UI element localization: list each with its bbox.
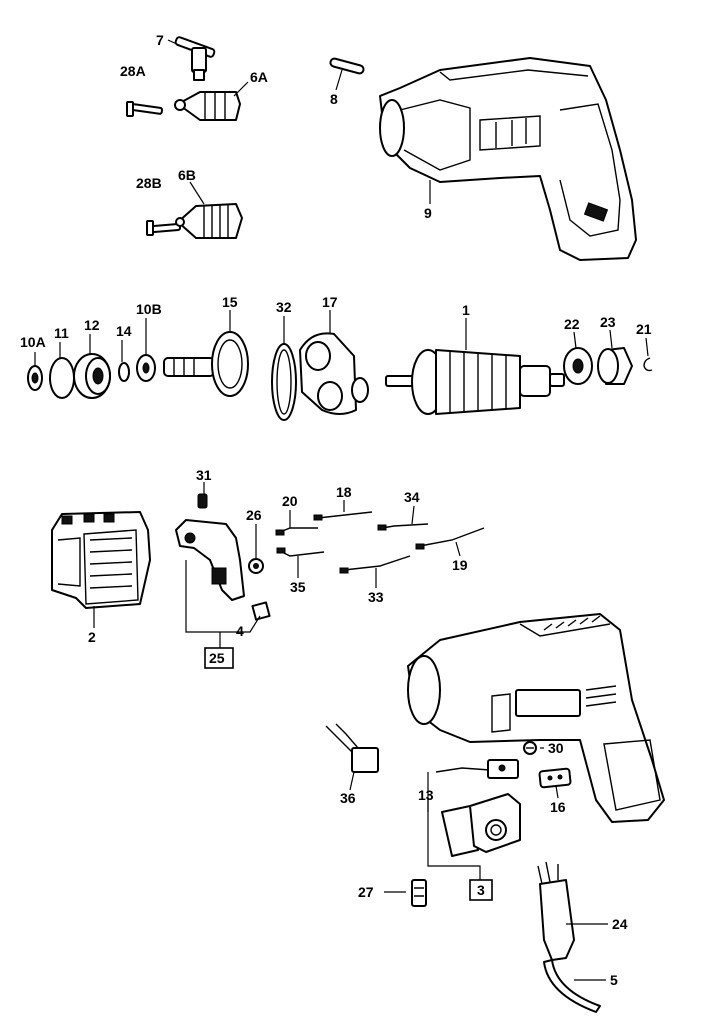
- bearing-22: [563, 347, 593, 385]
- spindle-gear-15: [163, 331, 249, 397]
- gear-case-17: [299, 332, 369, 415]
- label-2: 2: [88, 629, 96, 645]
- chuck-key-7: [174, 36, 216, 81]
- label-28b: 28B: [136, 175, 162, 191]
- assembled-drill: [407, 613, 665, 823]
- screw-28a: [126, 101, 164, 117]
- switch-lead-13: [435, 759, 519, 779]
- label-9: 9: [424, 205, 432, 221]
- label-17: 17: [322, 294, 338, 310]
- label-31: 31: [196, 467, 212, 483]
- label-33: 33: [368, 589, 384, 605]
- bearing-12: [73, 353, 111, 399]
- screw-31: [197, 493, 208, 509]
- spring-26: [248, 558, 264, 574]
- lead-35: [276, 547, 325, 557]
- capacitor-27: [411, 879, 427, 907]
- lead-34: [377, 523, 429, 531]
- lead-18: [313, 511, 373, 521]
- label-28a: 28A: [120, 63, 146, 79]
- field-2: [51, 511, 151, 609]
- label-30: 30: [548, 740, 564, 756]
- label-6b: 6B: [178, 167, 196, 183]
- label-10b: 10B: [136, 301, 162, 317]
- brush-36: [325, 723, 379, 773]
- label-7: 7: [156, 32, 164, 48]
- screw-30: [523, 741, 537, 755]
- brush-holder-4: [175, 519, 245, 601]
- label-22: 22: [564, 316, 580, 332]
- label-19: 19: [452, 557, 468, 573]
- label-15: 15: [222, 294, 238, 310]
- keyless-chuck-6b: [175, 203, 243, 239]
- label-32: 32: [276, 299, 292, 315]
- lead-20: [275, 527, 318, 536]
- roll-pin-8: [329, 57, 365, 75]
- label-11: 11: [54, 325, 69, 341]
- label-8: 8: [330, 91, 338, 107]
- housing-half-9: [379, 57, 637, 261]
- label-6a: 6A: [250, 69, 268, 85]
- label-14: 14: [116, 323, 132, 339]
- bearing-seat-23: [597, 347, 633, 385]
- lead-33: [339, 555, 411, 574]
- label-20: 20: [282, 493, 298, 509]
- label-5: 5: [610, 972, 618, 988]
- label-10a: 10A: [20, 334, 46, 350]
- label-36: 36: [340, 790, 356, 806]
- label-box-3: [469, 879, 493, 901]
- label-12: 12: [84, 317, 100, 333]
- label-18: 18: [336, 484, 352, 500]
- label-24: 24: [612, 916, 628, 932]
- lead-19: [415, 527, 485, 550]
- ring-11: [49, 357, 75, 399]
- label-27: 27: [358, 884, 374, 900]
- label-16: 16: [550, 799, 566, 815]
- clip-14: [118, 362, 130, 382]
- label-4: 4: [236, 623, 244, 639]
- keyed-chuck-6a: [174, 91, 241, 121]
- belt-32: [271, 343, 297, 421]
- brush-block: [251, 601, 271, 621]
- label-3: 3: [477, 882, 485, 898]
- switch-plate-16: [538, 767, 572, 789]
- washer-10b: [136, 354, 156, 382]
- armature-1: [385, 349, 565, 415]
- label-26: 26: [246, 507, 262, 523]
- cord-guard-24: [537, 861, 575, 961]
- label-21: 21: [636, 321, 652, 337]
- label-13: 13: [418, 787, 434, 803]
- switch-3: [441, 793, 521, 857]
- label-box-25: [204, 647, 234, 669]
- washer-10a: [27, 365, 43, 391]
- clip-21: [643, 357, 653, 372]
- label-23: 23: [600, 314, 616, 330]
- cord-5: [543, 959, 601, 1013]
- label-35: 35: [290, 579, 306, 595]
- label-1: 1: [462, 302, 470, 318]
- label-25: 25: [209, 650, 225, 666]
- label-34: 34: [404, 489, 420, 505]
